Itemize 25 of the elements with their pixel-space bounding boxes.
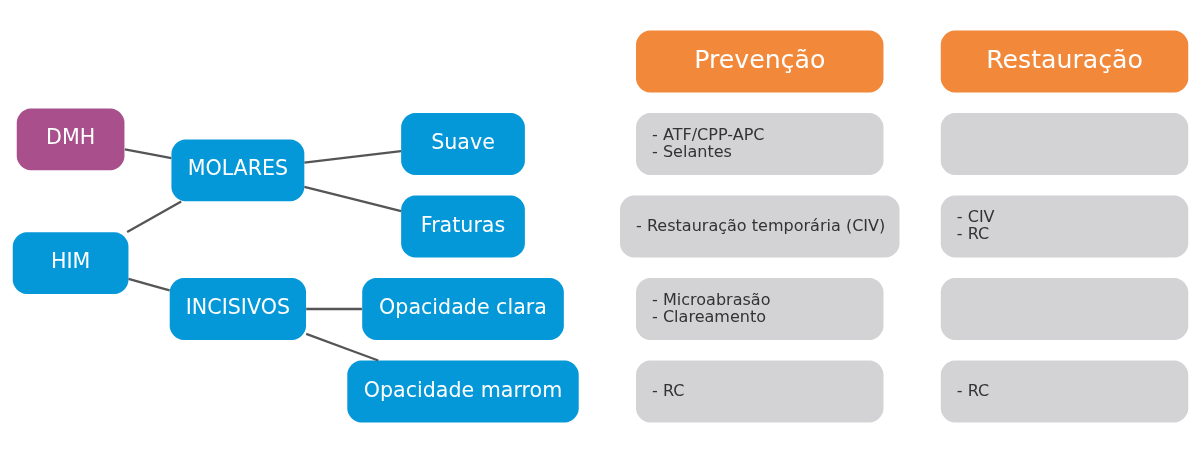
node-box: HIM	[12, 231, 129, 294]
connector	[305, 332, 379, 362]
node-box: Fraturas	[401, 195, 525, 257]
node-box: Suave	[401, 112, 525, 175]
node-box: INCISIVOS	[169, 277, 307, 340]
node-box: Restauração	[940, 30, 1189, 92]
node-box: - ATF/CPP-APC - Selantes	[636, 112, 884, 175]
connector	[126, 200, 182, 233]
connector	[304, 185, 402, 212]
node-box: - RC	[940, 360, 1189, 422]
node-box: Opacidade clara	[362, 277, 564, 340]
node-box: - Microabrasão - Clareamento	[636, 277, 884, 340]
connector	[124, 147, 172, 159]
node-box: DMH	[16, 108, 125, 170]
connector	[128, 277, 170, 291]
node-box: Opacidade marrom	[347, 360, 579, 422]
node-box: - RC	[636, 360, 884, 422]
connector	[306, 307, 362, 310]
node-box: MOLARES	[171, 138, 305, 201]
node-box: Prevenção	[636, 30, 884, 92]
node-box: - CIV - RC	[940, 195, 1189, 257]
node-box	[940, 112, 1189, 175]
connector	[304, 149, 402, 164]
node-box: - Restauração temporária (CIV)	[620, 195, 900, 257]
node-box	[940, 277, 1189, 340]
